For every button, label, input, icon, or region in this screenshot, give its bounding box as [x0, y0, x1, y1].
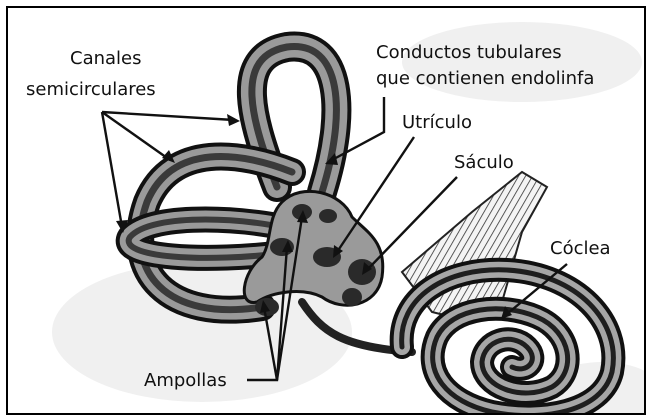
diagram-frame: Canales semicirculares Conductos tubular… [6, 6, 646, 415]
label-utriculo: Utrículo [402, 112, 472, 134]
label-coclea: Cóclea [550, 238, 611, 260]
label-ampollas: Ampollas [144, 370, 227, 392]
label-canales-line1: Canales [70, 48, 142, 70]
label-conductos-line1: Conductos tubulares [376, 42, 562, 64]
label-canales-line2: semicirculares [26, 79, 156, 101]
label-saculo: Sáculo [454, 152, 514, 174]
label-conductos-line2: que contienen endolinfa [376, 68, 594, 90]
